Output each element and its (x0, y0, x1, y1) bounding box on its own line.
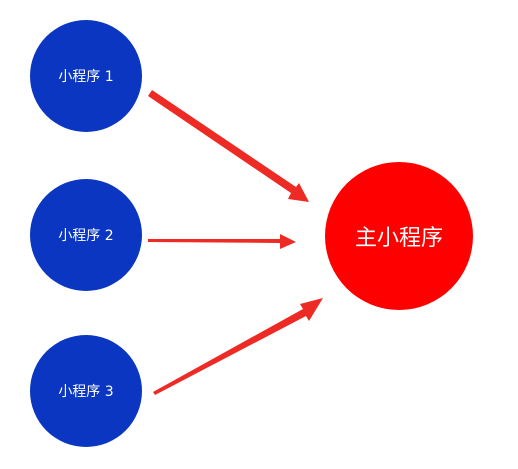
node-mini-program-3: 小程序 3 (30, 335, 142, 447)
node-mini-program-1: 小程序 1 (30, 20, 142, 132)
node-label: 小程序 3 (58, 384, 114, 400)
main-node-label: 主小程序 (354, 226, 443, 251)
node-label: 小程序 2 (58, 228, 114, 244)
node-mini-program-2: 小程序 2 (30, 179, 142, 291)
node-main-program: 主小程序 (325, 162, 473, 310)
node-label: 小程序 1 (58, 69, 114, 85)
arrow-2-to-main (148, 234, 296, 249)
arrow-3-to-main (153, 298, 323, 395)
arrow-1-to-main (148, 90, 309, 202)
